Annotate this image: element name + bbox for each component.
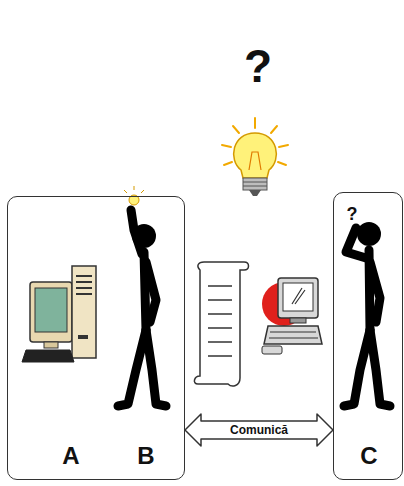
part-letter: C	[360, 442, 377, 470]
computer-icon	[262, 278, 322, 354]
light-bulb	[222, 118, 288, 196]
arrow-label: Comunică	[230, 423, 288, 437]
question-mark: ?	[244, 39, 272, 93]
part-letter: A	[62, 442, 79, 470]
part-letter: B	[137, 442, 154, 470]
question-mark: ?	[347, 204, 358, 225]
double-arrow	[185, 414, 333, 446]
stick-figure	[344, 222, 390, 406]
computer	[22, 266, 96, 362]
stick-figure	[118, 210, 166, 406]
document-scroll	[194, 262, 248, 386]
group-box: AB	[7, 196, 185, 480]
group-box: C	[333, 192, 403, 480]
